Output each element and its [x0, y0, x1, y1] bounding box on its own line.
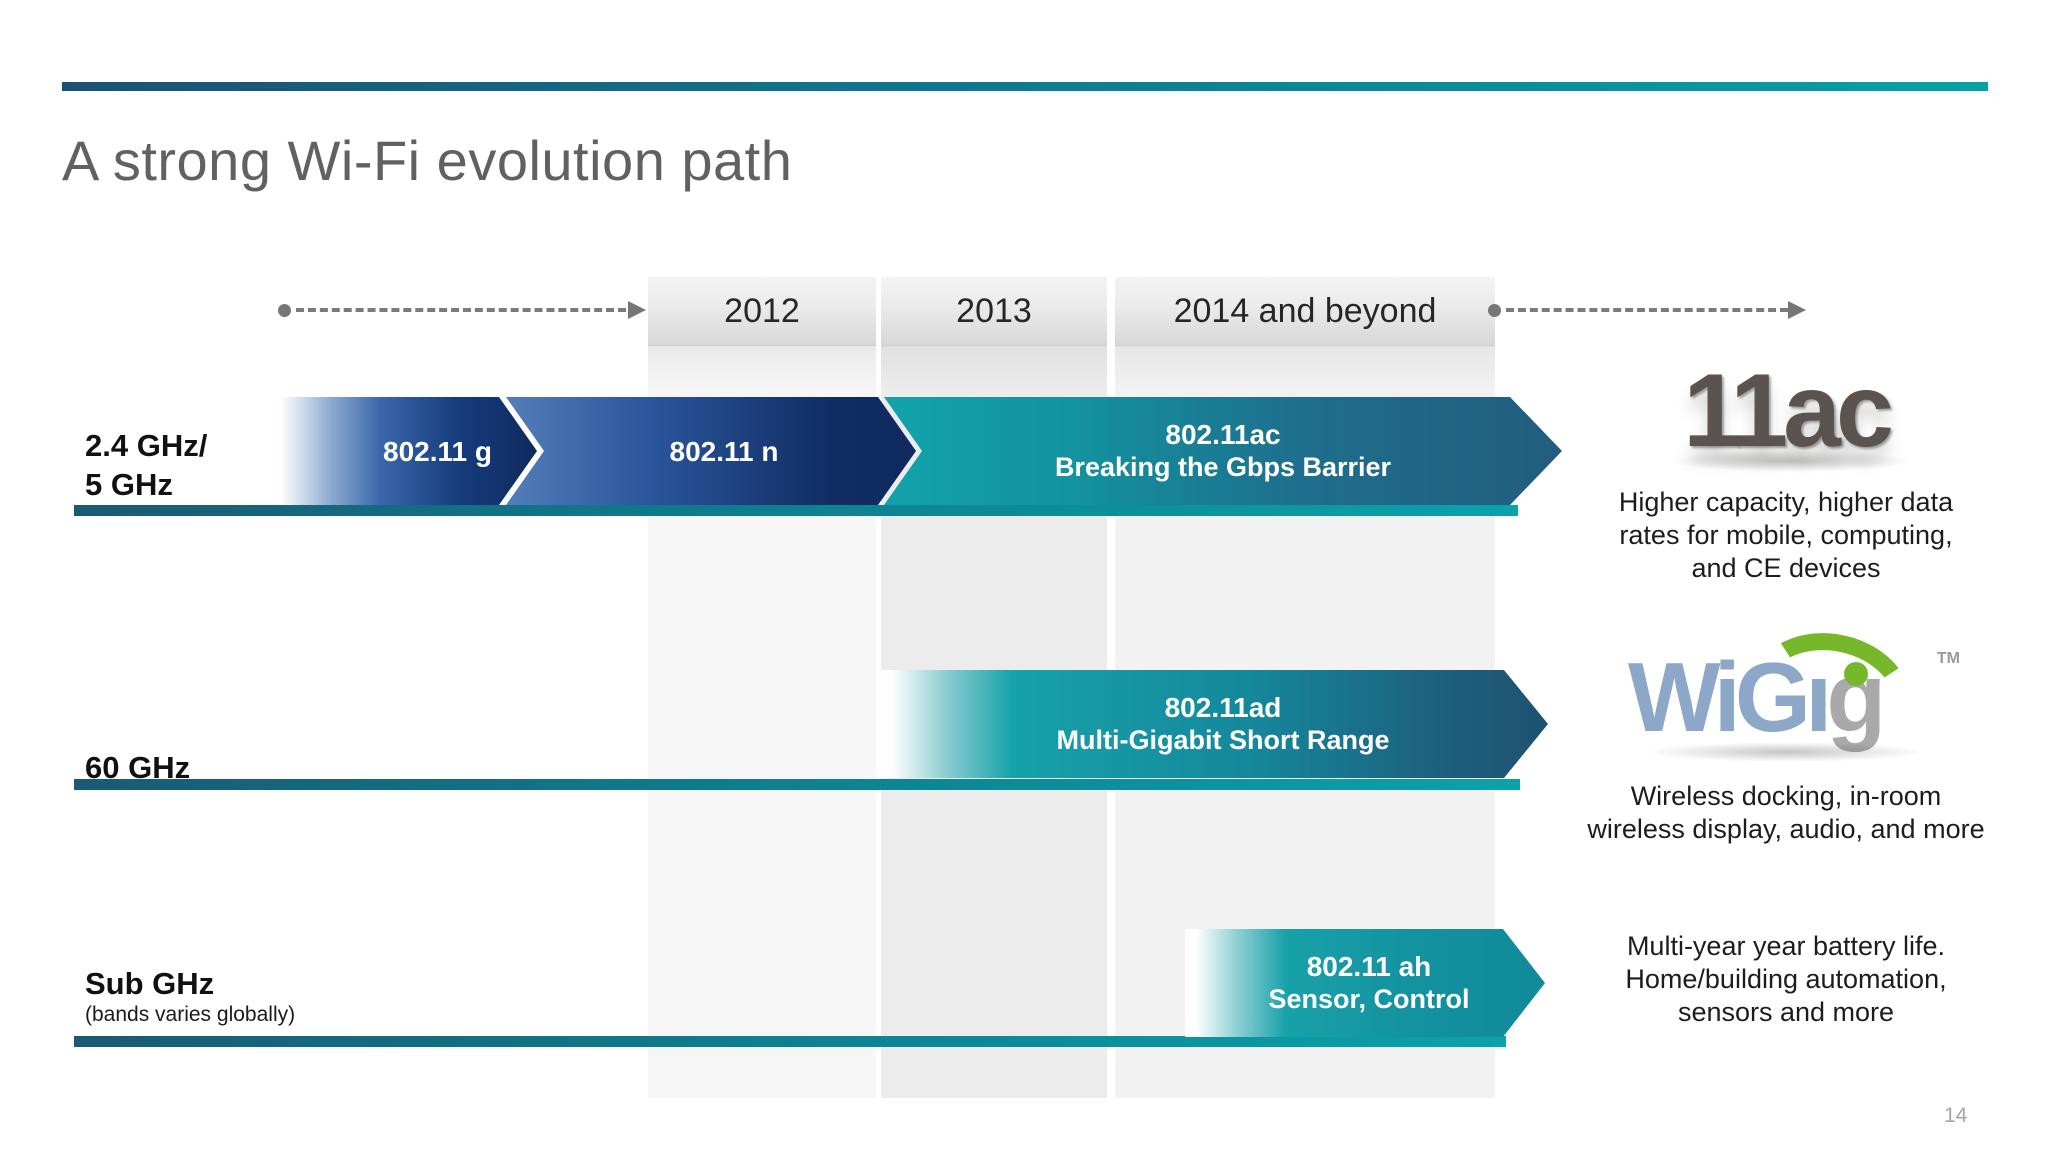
arrow-label: 802.11ac [1165, 419, 1281, 450]
callout-11ac-description: Higher capacity, higher data rates for m… [1526, 486, 2046, 585]
callout-line: rates for mobile, computing, [1619, 520, 1953, 550]
logo-11ac-shadow [1668, 450, 1912, 472]
arrow-sublabel: Breaking the Gbps Barrier [1054, 452, 1392, 482]
arrow-sublabel: Multi-Gigabit Short Range [1056, 725, 1390, 755]
arrow-label: 802.11 ah [1306, 951, 1432, 982]
year-label: 2014 and beyond [1173, 291, 1437, 330]
timeline-dashed-line-right [1506, 308, 1788, 312]
year-label: 2012 [724, 291, 800, 330]
wigig-wi: Wi [1628, 642, 1741, 752]
callout-line: Multi-year year battery life. [1626, 931, 1946, 961]
band-label-line: Sub GHz [85, 966, 215, 1001]
timeline-end-dot-icon [1488, 304, 1501, 317]
arrow-sublabel: Sensor, Control [1268, 984, 1470, 1014]
logo-11ac: 11ac [1683, 353, 1894, 469]
arrow-802-11ad: 802.11ad Multi-Gigabit Short Range [878, 670, 1548, 778]
year-box-2013: 2013 [881, 277, 1107, 346]
arrow-802-11g: 802.11 g [252, 397, 537, 505]
band-baseline [74, 505, 1518, 516]
callout-line: Wireless docking, in-room [1630, 781, 1942, 811]
year-box-2012: 2012 [648, 277, 876, 346]
arrow-label: 802.11ad [1164, 692, 1282, 723]
band-label-line: 2.4 GHz/ [85, 428, 208, 463]
arrow-802-11ah: 802.11 ah Sensor, Control [1185, 929, 1545, 1037]
page-title: A strong Wi-Fi evolution path [62, 129, 793, 192]
year-box-2014-and-beyond: 2014 and beyond [1115, 277, 1495, 346]
logo-wigig-shadow [1646, 742, 1926, 762]
arrow-label: 802.11 g [383, 435, 492, 467]
callout-line: and CE devices [1691, 553, 1881, 583]
trademark-symbol: TM [1936, 650, 1960, 667]
timeline-dashed-line-left [296, 308, 626, 312]
page-number: 14 [1944, 1104, 1968, 1127]
arrow-802-11ac: 802.11ac Breaking the Gbps Barrier [884, 397, 1562, 505]
wigig-green-dot-icon [1844, 662, 1868, 686]
callout-line: Higher capacity, higher data [1618, 487, 1954, 517]
band-label-24-5ghz: 2.4 GHz/ 5 GHz [85, 426, 207, 504]
band-label-line: 5 GHz [85, 467, 173, 502]
arrow-right-icon [628, 301, 646, 319]
band-baseline [74, 1036, 1506, 1047]
band-baseline [74, 779, 1520, 790]
callout-80211ah-description: Multi-year year battery life. Home/build… [1526, 930, 2046, 1029]
arrow-right-icon [1788, 301, 1806, 319]
timeline-start-dot-icon [278, 304, 291, 317]
band-sublabel: (bands varies globally) [85, 1003, 296, 1026]
arrow-802-11n: 802.11 n [506, 397, 916, 505]
callout-wigig-description: Wireless docking, in-room wireless displ… [1526, 780, 2046, 846]
logo-wigig: WiGıg TM [1628, 618, 1968, 783]
arrow-label: 802.11 n [669, 435, 779, 467]
callout-line: Home/building automation, [1625, 964, 1947, 994]
year-label: 2013 [956, 291, 1032, 330]
wigig-g-cap: G [1734, 642, 1811, 752]
wigig-letters: WiGıg [1628, 648, 1968, 746]
callout-line: wireless display, audio, and more [1587, 814, 1985, 844]
accent-divider [62, 82, 1988, 91]
band-label-subghz: Sub GHz [85, 964, 214, 1003]
callout-line: sensors and more [1677, 997, 1895, 1027]
